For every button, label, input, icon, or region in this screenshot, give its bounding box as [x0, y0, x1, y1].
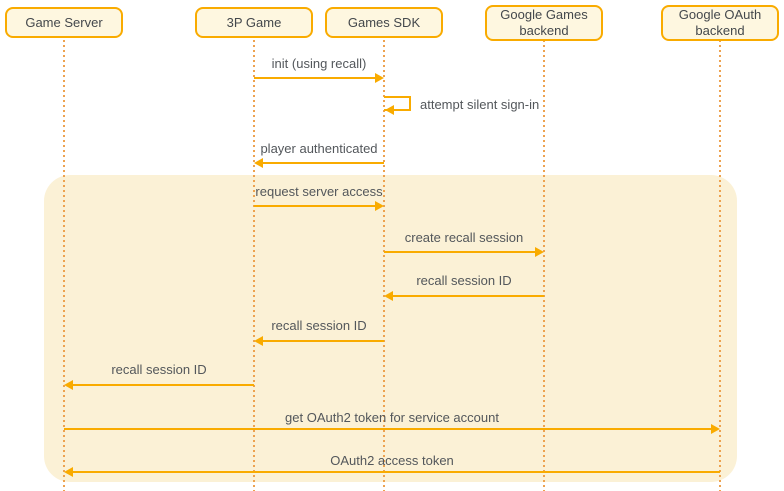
actor-label: Game Server	[25, 14, 103, 30]
arrowhead-left-icon	[254, 336, 263, 346]
message-arrow	[262, 162, 384, 164]
actor-label: Google Games backend	[500, 7, 588, 38]
message-label: recall session ID	[416, 273, 512, 288]
arrowhead-left-icon	[254, 158, 263, 168]
arrowhead-right-icon	[375, 73, 384, 83]
arrowhead-left-icon	[64, 467, 73, 477]
arrowhead-right-icon	[535, 247, 544, 257]
actor-label: 3P Game	[226, 14, 282, 30]
message-arrow	[72, 384, 254, 386]
arrowhead-right-icon	[711, 424, 720, 434]
actor-game-server: Game Server	[5, 7, 123, 38]
message-arrow	[254, 205, 376, 207]
message-label: player authenticated	[260, 141, 378, 156]
message-arrow	[254, 77, 376, 79]
message-label: create recall session	[404, 230, 524, 245]
message-arrow	[262, 340, 384, 342]
lifeline-games-sdk	[383, 40, 385, 491]
highlight-region	[44, 175, 737, 482]
actor-google-games-backend: Google Games backend	[485, 5, 603, 41]
message-label: init (using recall)	[271, 56, 367, 71]
message-label: OAuth2 access token	[330, 453, 454, 468]
message-label: request server access	[255, 184, 383, 199]
lifeline-google-oauth-backend	[719, 40, 721, 491]
lifeline-game-server	[63, 40, 65, 491]
lifeline-3p-game	[253, 40, 255, 491]
actor-label: Games SDK	[347, 14, 421, 30]
arrowhead-left-icon	[384, 291, 393, 301]
arrowhead-left-icon	[64, 380, 73, 390]
message-label: attempt silent sign-in	[420, 97, 540, 112]
message-label: recall session ID	[271, 318, 367, 333]
message-arrow	[384, 251, 536, 253]
self-message-loop	[384, 96, 411, 111]
message-arrow	[64, 428, 712, 430]
actor-google-oauth-backend: Google OAuth backend	[661, 5, 779, 41]
message-arrow	[392, 295, 544, 297]
message-arrow	[72, 471, 720, 473]
actor-3p-game: 3P Game	[195, 7, 313, 38]
lifeline-google-games-backend	[543, 40, 545, 491]
actor-games-sdk: Games SDK	[325, 7, 443, 38]
actor-label: Google OAuth backend	[678, 7, 762, 38]
arrowhead-right-icon	[375, 201, 384, 211]
message-label: recall session ID	[111, 362, 207, 377]
arrowhead-left-icon	[385, 105, 394, 115]
message-label: get OAuth2 token for service account	[285, 410, 499, 425]
